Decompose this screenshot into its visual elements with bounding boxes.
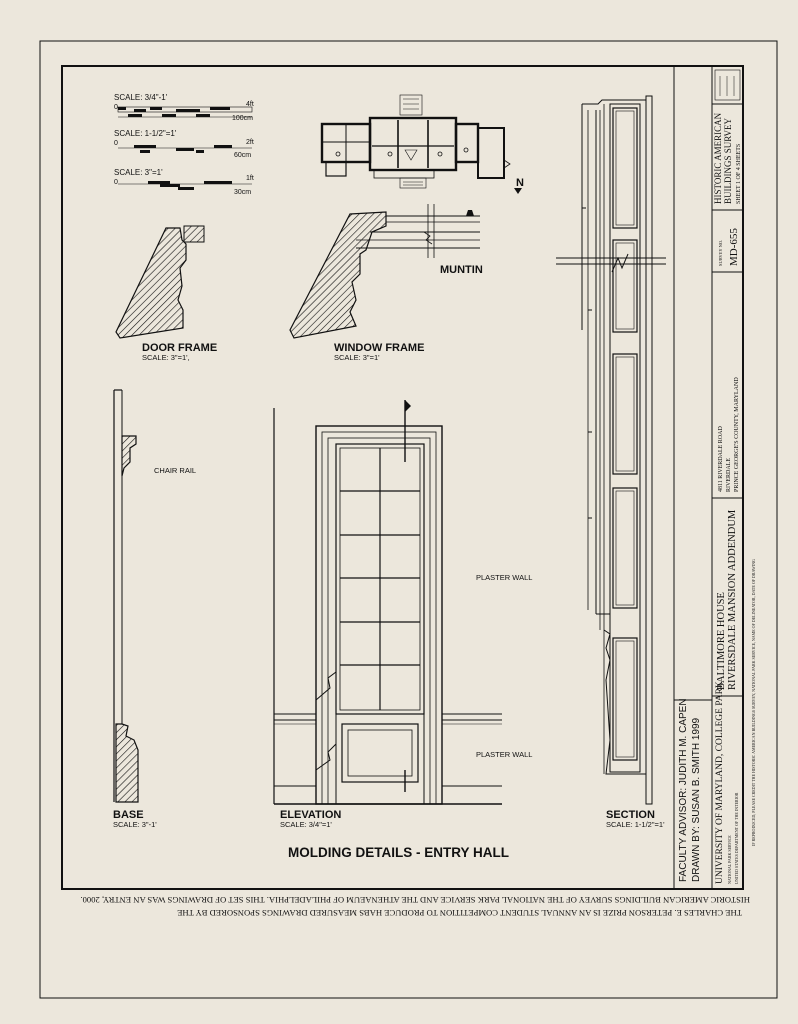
- base-scale: SCALE: 3"-1': [113, 820, 157, 829]
- scale-bar-1-ft: 4ft: [246, 101, 254, 108]
- scale-bar-1: SCALE: 3/4"-1' 0 4ft 100cm: [114, 93, 254, 122]
- north-arrow: N: [514, 177, 524, 194]
- scale-bar-2-label: SCALE: 1-1/2"=1': [114, 129, 177, 138]
- footer-notes: HISTORIC AMERICAN BUILDINGS SURVEY OF TH…: [80, 895, 750, 918]
- building-addendum: RIVERSDALE MANSION ADDENDUM: [727, 509, 738, 690]
- footer-line-1: HISTORIC AMERICAN BUILDINGS SURVEY OF TH…: [80, 895, 750, 905]
- key-plan: [320, 94, 511, 189]
- scale-bar-3-label: SCALE: 3"=1': [114, 168, 163, 177]
- door-frame-scale: SCALE: 3"=1',: [142, 353, 190, 362]
- chair-rail-label: CHAIR RAIL: [154, 466, 196, 475]
- section-drawing: SECTION SCALE: 1-1/2"=1': [556, 95, 666, 829]
- base-detail: CHAIR RAIL BASE SCALE: 3"-1': [113, 389, 196, 829]
- scale-bar-1-label: SCALE: 3/4"-1': [114, 93, 168, 102]
- inner-border: [61, 65, 744, 890]
- window-frame-detail: MUNTIN WINDOW FRAME SCALE: 3"=1': [289, 204, 483, 362]
- scale-bar-3-ft: 1ft: [246, 175, 254, 182]
- base-title: BASE: [113, 809, 144, 821]
- plaster-wall-label-upper: PLASTER WALL: [476, 573, 532, 582]
- scale-bar-1-zero: 0: [114, 104, 118, 111]
- dept-line-2: UNITED STATES DEPARTMENT OF THE INTERIOR: [734, 792, 739, 884]
- sheet-title: MOLDING DETAILS - ENTRY HALL: [288, 845, 509, 860]
- elevation-drawing: PLASTER WALL PLASTER WALL ELEVATION SCAL…: [273, 400, 532, 829]
- dept-line-1: NATIONAL PARK SERVICE: [727, 835, 732, 884]
- survey-number-label: SURVEY NO.: [718, 240, 723, 266]
- plaster-wall-label-lower: PLASTER WALL: [476, 750, 532, 759]
- door-frame-detail: DOOR FRAME SCALE: 3"=1',: [115, 225, 217, 362]
- scale-bar-3-zero: 0: [114, 179, 118, 186]
- elevation-scale: SCALE: 3/4"=1': [280, 820, 332, 829]
- scale-bar-1-cm: 100cm: [232, 115, 253, 122]
- outer-border: [39, 40, 778, 999]
- program-line-1: HISTORIC AMERICAN: [713, 112, 723, 204]
- sheet-number: SHEET 1 OF 4 SHEETS: [736, 144, 742, 204]
- scale-bar-2: SCALE: 1-1/2"=1' 0 2ft 60cm: [114, 129, 254, 159]
- scale-bar-2-ft: 2ft: [246, 139, 254, 146]
- program-line-2: BUILDINGS SURVEY: [723, 117, 733, 204]
- stamp-box: [714, 69, 741, 101]
- footer-line-2: THE CHARLES E. PETERSON PRIZE IS AN ANNU…: [177, 908, 742, 918]
- address-line-1: 4811 RIVERDALE ROAD: [718, 426, 724, 492]
- window-frame-title: WINDOW FRAME: [334, 342, 424, 354]
- title-block: FACULTY ADVISOR: JUDITH M. CAPEN DRAWN B…: [673, 66, 757, 889]
- scale-bar-3: SCALE: 3"=1' 0 1ft 30cm: [114, 168, 254, 196]
- muntin-label: MUNTIN: [440, 264, 483, 276]
- window-frame-scale: SCALE: 3"=1': [334, 353, 380, 362]
- scale-bar-2-zero: 0: [114, 140, 118, 147]
- scale-bar-2-cm: 60cm: [234, 152, 251, 159]
- elevation-title: ELEVATION: [280, 809, 341, 821]
- door-frame-title: DOOR FRAME: [142, 342, 217, 354]
- scale-bar-3-cm: 30cm: [234, 189, 251, 196]
- section-title: SECTION: [606, 809, 655, 821]
- university-name: UNIVERSITY OF MARYLAND, COLLEGE PARK: [715, 681, 725, 884]
- faculty-advisor: FACULTY ADVISOR: JUDITH M. CAPEN: [678, 698, 689, 882]
- drawn-by: DRAWN BY: SUSAN B. SMITH 1999: [691, 717, 702, 882]
- north-label: N: [516, 177, 524, 189]
- address-line-2: RIVERDALE: [726, 458, 732, 492]
- reproduction-note: IF REPRODUCED, PLEASE CREDIT THE HISTORI…: [751, 559, 757, 846]
- survey-number: MD-655: [728, 228, 740, 266]
- scale-bars: SCALE: 3/4"-1' 0 4ft 100cm SCALE: 1-1/2"…: [114, 93, 254, 196]
- section-scale: SCALE: 1-1/2"=1': [606, 820, 665, 829]
- building-name: BALTIMORE HOUSE: [716, 592, 727, 690]
- address-line-3: PRINCE GEORGE'S COUNTY, MARYLAND: [734, 377, 740, 492]
